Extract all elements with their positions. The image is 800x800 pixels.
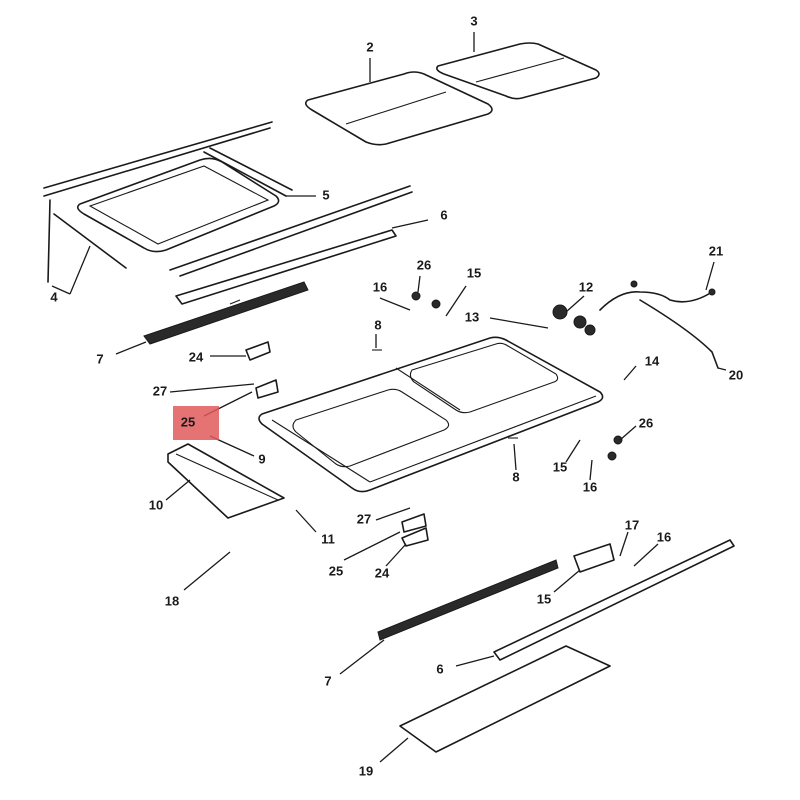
callout-c28: 16 (657, 529, 671, 544)
leader-lines (51, 32, 727, 763)
callout-c24: 16 (583, 479, 597, 494)
callout-c6: 21 (709, 243, 723, 258)
callout-c13: 7 (96, 351, 103, 366)
callout-c29: 25 (329, 563, 343, 578)
upper-drain-rail (143, 281, 309, 345)
callout-c19: 9 (258, 451, 265, 466)
upper-trim-strip (175, 229, 397, 305)
lower-drain-rail (377, 559, 559, 641)
callout-c15: 14 (645, 353, 660, 368)
small-hardware (245, 291, 623, 573)
sunshade-panel (167, 443, 285, 519)
callout-c16: 20 (729, 367, 743, 382)
callout-c34: 7 (324, 673, 331, 688)
callout-c22: 15 (553, 459, 567, 474)
callout-c8: 15 (467, 265, 481, 280)
callout-c33: 6 (436, 661, 443, 676)
callout-c30: 24 (375, 565, 390, 580)
roof-panel (43, 121, 413, 283)
callout-c26: 11 (321, 531, 335, 546)
callout-c10: 12 (579, 279, 593, 294)
wiring-harness (599, 280, 719, 369)
callout-c35: 19 (359, 763, 373, 778)
rear-glass-panel (436, 42, 600, 100)
headliner-sheet (399, 645, 611, 753)
callout-c25: 27 (357, 511, 371, 526)
callout-c32: 15 (537, 591, 551, 606)
callout-c1: 2 (366, 39, 373, 54)
callout-c4: 6 (440, 207, 447, 222)
callout-c20: 26 (639, 415, 653, 430)
callout-c21: 10 (149, 497, 163, 512)
callout-c9: 16 (373, 279, 387, 294)
callout-c27: 17 (625, 517, 639, 532)
callout-c7: 26 (417, 257, 431, 272)
callout-c2: 3 (470, 13, 477, 28)
lower-trim-strip (493, 539, 735, 661)
front-glass-panel (304, 71, 493, 146)
callouts: 2 3 5 6 4 21 26 15 16 12 13 8 7 24 14 20… (50, 13, 743, 778)
callout-c14: 24 (189, 349, 204, 364)
callout-c31: 18 (165, 593, 179, 608)
highlight-box (173, 406, 219, 440)
motor (552, 304, 596, 336)
callout-c12: 8 (374, 317, 381, 332)
callout-c11: 13 (465, 309, 479, 324)
callout-c18: 25 (181, 414, 195, 429)
callout-c5: 4 (50, 289, 58, 304)
callout-c23: 8 (512, 469, 519, 484)
callout-c17: 27 (153, 383, 167, 398)
sunroof-frame (258, 336, 604, 493)
callout-c3: 5 (322, 187, 329, 202)
